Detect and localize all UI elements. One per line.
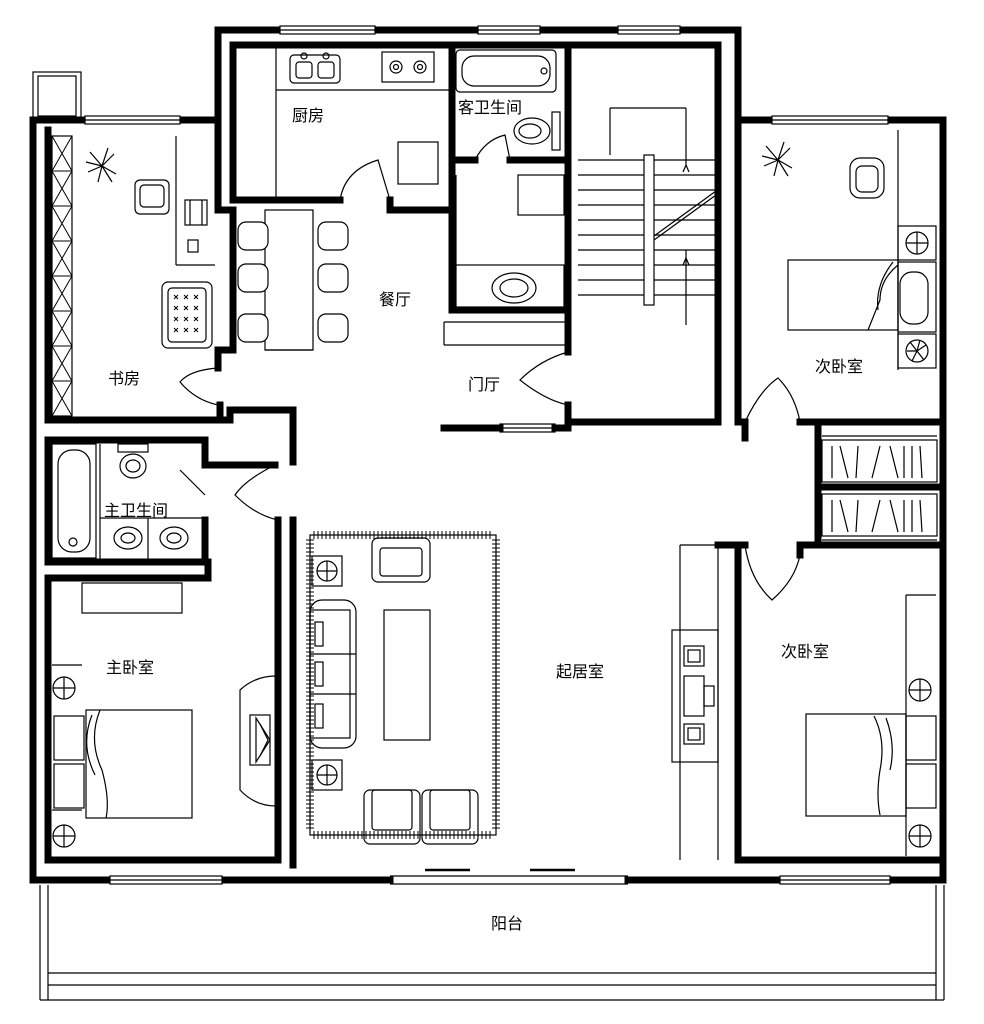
bookshelf-cross <box>51 310 73 347</box>
washbasin-icon <box>455 264 565 308</box>
fan-icon <box>905 339 929 363</box>
coffee-table <box>383 609 431 741</box>
armchair-mark <box>173 294 179 300</box>
bookshelf-cross <box>51 345 73 382</box>
armchair-mark <box>183 305 189 311</box>
wardrobes <box>821 435 938 541</box>
label-study: 书房 <box>108 369 140 388</box>
bookshelf-cross <box>51 240 73 277</box>
stove-icon <box>381 51 435 83</box>
dining-chair-icon <box>317 313 349 343</box>
toilet-icon <box>119 453 147 479</box>
dining-set <box>237 209 568 351</box>
bathtub-icon <box>51 443 97 559</box>
dining-chair-icon <box>317 221 349 251</box>
toilet-icon <box>551 111 561 151</box>
fridge-icon <box>397 141 439 185</box>
lamp-icon <box>905 231 929 255</box>
guest-bath-fixtures <box>455 49 565 308</box>
armchair-mark <box>183 316 189 322</box>
armchair-mark <box>183 294 189 300</box>
room-labels: 厨房 客卫生间 餐厅 书房 门厅 主卫生间 主卧室 起居室 次卧室 次卧室 阳台 <box>104 98 863 933</box>
dining-table <box>264 209 314 351</box>
dining-chair-icon <box>317 263 349 293</box>
side-table-icon <box>311 759 343 791</box>
armchair-mark <box>193 316 199 322</box>
label-dining: 餐厅 <box>379 290 411 309</box>
lamp-icon <box>52 676 76 700</box>
chair-icon <box>134 179 170 215</box>
dining-chair-icon <box>237 263 269 293</box>
bed-icon <box>787 259 899 331</box>
washbasin-icon <box>113 526 143 550</box>
living-room-fixtures <box>306 531 719 860</box>
bookshelf-cross <box>51 275 73 312</box>
chair-icon <box>849 157 885 199</box>
master-bath-fixtures <box>51 443 206 560</box>
windows <box>32 25 891 885</box>
exterior-walls <box>29 26 947 884</box>
label-kitchen: 厨房 <box>292 106 324 125</box>
kitchen-fixtures <box>275 48 450 198</box>
side-table-icon <box>311 555 343 587</box>
study-fixtures <box>51 135 215 417</box>
interior-walls <box>44 41 947 869</box>
label-foyer: 门厅 <box>468 375 500 394</box>
tv-cabinet <box>239 675 277 807</box>
armchair-mark <box>173 305 179 311</box>
dining-chair-icon <box>237 313 269 343</box>
bookshelf-cross <box>51 170 73 207</box>
bookshelf-cross <box>51 135 73 172</box>
label-master-bath: 主卫生间 <box>104 501 168 520</box>
bed-icon <box>85 709 193 819</box>
label-master-bedroom: 主卧室 <box>106 658 154 677</box>
plant-icon <box>761 141 793 177</box>
label-balcony: 阳台 <box>491 914 523 933</box>
dining-chair-icon <box>237 221 269 251</box>
label-living-room: 起居室 <box>556 662 604 681</box>
plant-icon <box>85 147 117 183</box>
armchair-mark <box>193 294 199 300</box>
label-guest-bath: 客卫生间 <box>458 98 522 117</box>
lamp-icon <box>908 824 932 848</box>
armchair-mark <box>173 327 179 333</box>
bedroom2-upper-fixtures <box>761 130 937 370</box>
computer-icon <box>184 199 208 226</box>
armchair-mark <box>193 305 199 311</box>
doors <box>179 134 801 601</box>
bookshelf-cross <box>51 380 73 417</box>
armchair-mark <box>193 327 199 333</box>
armchair-mark <box>173 316 179 322</box>
armchair-icon <box>161 281 213 349</box>
balcony <box>39 885 945 1001</box>
master-bedroom-fixtures <box>52 582 277 848</box>
bathtub-icon <box>455 49 557 93</box>
armchair-icon <box>371 537 431 583</box>
bedroom2-lower-fixtures <box>805 594 937 856</box>
lamp-icon <box>52 824 76 848</box>
sink-icon <box>289 54 341 84</box>
armchair-mark <box>183 327 189 333</box>
label-bedroom2-lower: 次卧室 <box>781 642 829 661</box>
stairs <box>578 107 717 325</box>
bookshelf-cross <box>51 205 73 242</box>
washbasin-icon <box>159 526 189 550</box>
lamp-icon <box>908 678 932 702</box>
tv-unit <box>671 629 719 763</box>
bed-icon <box>805 713 907 817</box>
label-bedroom2-upper: 次卧室 <box>815 357 863 376</box>
